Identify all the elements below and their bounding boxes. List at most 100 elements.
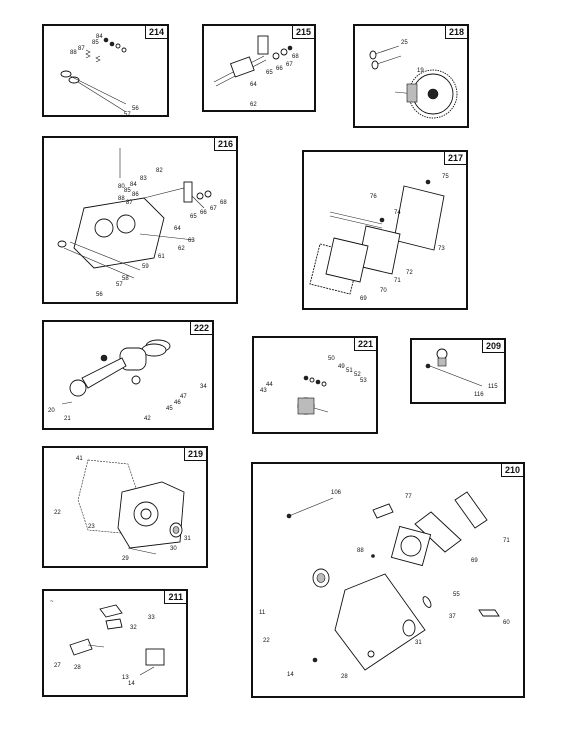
- panel-216: 216 82 83 84 85 80 87 88 86 68 67 66 65 …: [42, 136, 238, 304]
- callout-49: 49: [338, 364, 345, 370]
- callout-25: 25: [401, 40, 408, 46]
- callout-47: 47: [180, 394, 187, 400]
- panel-215: 215 68 67 66 65 64 62: [202, 24, 316, 112]
- callout-61: 61: [158, 254, 165, 260]
- panel-number: 215: [291, 25, 315, 39]
- panel-number: 210: [500, 463, 524, 477]
- callout-67: 67: [286, 62, 293, 68]
- panel-number: 222: [189, 321, 213, 335]
- gasket-set: [286, 491, 500, 671]
- callout-28: 28: [341, 674, 348, 680]
- callout-14: 14: [128, 681, 135, 687]
- gasket-kit-drawing: 106 77 88 71 69 55 11 22 37 31 60 14 28: [259, 490, 510, 680]
- panel-number: 214: [144, 25, 168, 39]
- panel-number: 217: [443, 151, 467, 165]
- callout-75: 75: [442, 174, 449, 180]
- callout-66: 66: [200, 210, 207, 216]
- fuel-valve-drawing: ~ 33 32 27 28 13 14: [50, 599, 165, 687]
- panel-211: 211 ~ 33 32 27 28 13 14: [42, 589, 188, 697]
- callout-58: 58: [122, 276, 129, 282]
- callout-69: 69: [471, 558, 478, 564]
- callout-77: 77: [405, 494, 412, 500]
- callout-74: 74: [394, 210, 401, 216]
- callout-60: 60: [503, 620, 510, 626]
- callout-32: 32: [130, 625, 137, 631]
- panel-219: 219 41 22 23 31 30 29: [42, 446, 208, 568]
- callout-76: 76: [370, 194, 377, 200]
- callout-43: 43: [260, 388, 267, 394]
- panel-209: 209 115 116: [410, 338, 506, 404]
- callout-28: 28: [74, 665, 81, 671]
- crankcase-cover-assembly: [77, 459, 185, 555]
- camshaft-drawing: 25 19: [369, 40, 458, 119]
- cylinder-head: [57, 148, 212, 279]
- callout-20: 20: [48, 408, 55, 414]
- callout-70: 70: [380, 288, 387, 294]
- valve-train-drawing: 84 85 87 88 56 57: [60, 34, 139, 115]
- governor-assembly: [297, 375, 329, 415]
- piston-drawing: 34 47 46 45 20 21 42: [48, 339, 207, 422]
- fuel-valve-parts: [69, 604, 165, 676]
- governor-drawing: 50 49 51 52 53 44 43: [260, 356, 367, 415]
- valve-cover-assembly: [309, 179, 445, 295]
- callout-67: 67: [210, 206, 217, 212]
- panel-number: 209: [481, 339, 505, 353]
- callout-42: 42: [144, 416, 151, 422]
- cam-gear: [394, 69, 458, 119]
- callout-11: 11: [259, 610, 266, 616]
- callout-56: 56: [132, 106, 139, 112]
- callout-87: 87: [78, 46, 85, 52]
- callout-65: 65: [266, 70, 273, 76]
- callout-14: 14: [287, 672, 294, 678]
- callout-51: 51: [346, 368, 353, 374]
- callout-66: 66: [276, 66, 283, 72]
- callout-23: 23: [88, 524, 95, 530]
- callout-62: 62: [178, 246, 185, 252]
- callout-19: 19: [417, 68, 424, 74]
- callout-84: 84: [130, 182, 137, 188]
- panel-number: 221: [353, 337, 377, 351]
- panel-221: 221 50 49 51 52 53 44 43: [252, 336, 378, 434]
- rocker-arm-drawing: 68 67 66 65 64 62: [213, 35, 299, 108]
- rocker-arm-assembly: [213, 35, 293, 87]
- callout-53: 53: [360, 378, 367, 384]
- callout-45: 45: [166, 406, 173, 412]
- callout-21: 21: [64, 416, 71, 422]
- callout-84: 84: [96, 34, 103, 40]
- callout-64: 64: [250, 82, 257, 88]
- callout-57: 57: [116, 282, 123, 288]
- callout-50: 50: [328, 356, 335, 362]
- callout-80: 80: [118, 184, 125, 190]
- callout-116: 116: [474, 392, 484, 398]
- oil-sensor-drawing: 115 116: [425, 348, 498, 398]
- valve-cover-drawing: 75 76 74 73 72 71 70 69: [309, 174, 449, 302]
- callout-44: 44: [266, 382, 273, 388]
- callout-62: 62: [250, 102, 257, 108]
- callout-13: 13: [122, 675, 129, 681]
- callout-31: 31: [184, 536, 191, 542]
- callout-56: 56: [96, 292, 103, 298]
- callout-46: 46: [174, 400, 181, 406]
- panel-217: 217 75 76 74 73 72 71 70 69: [302, 150, 468, 310]
- callout-55: 55: [453, 592, 460, 598]
- callout-88: 88: [357, 548, 364, 554]
- callout-106: 106: [331, 490, 342, 496]
- panel-214: 214 84 85 87 88 56 57: [42, 24, 169, 117]
- callout-72: 72: [406, 270, 413, 276]
- callout-37: 37: [449, 614, 456, 620]
- callout-63: 63: [188, 238, 195, 244]
- crankcase-drawing: 41 22 23 31 30 29: [54, 456, 191, 562]
- callout-65: 65: [190, 214, 197, 220]
- callout-22: 22: [263, 638, 270, 644]
- callout-52: 52: [354, 372, 361, 378]
- callout-68: 68: [292, 54, 299, 60]
- callout-33: 33: [148, 615, 155, 621]
- callout-86: 86: [132, 192, 139, 198]
- callout-27: 27: [54, 663, 61, 669]
- callout-83: 83: [140, 176, 147, 182]
- panel-number: 219: [183, 447, 207, 461]
- callout-82: 82: [156, 168, 163, 174]
- callout-87: 87: [126, 200, 133, 206]
- decorative-mark: ~: [50, 599, 54, 605]
- callout-85: 85: [124, 188, 131, 194]
